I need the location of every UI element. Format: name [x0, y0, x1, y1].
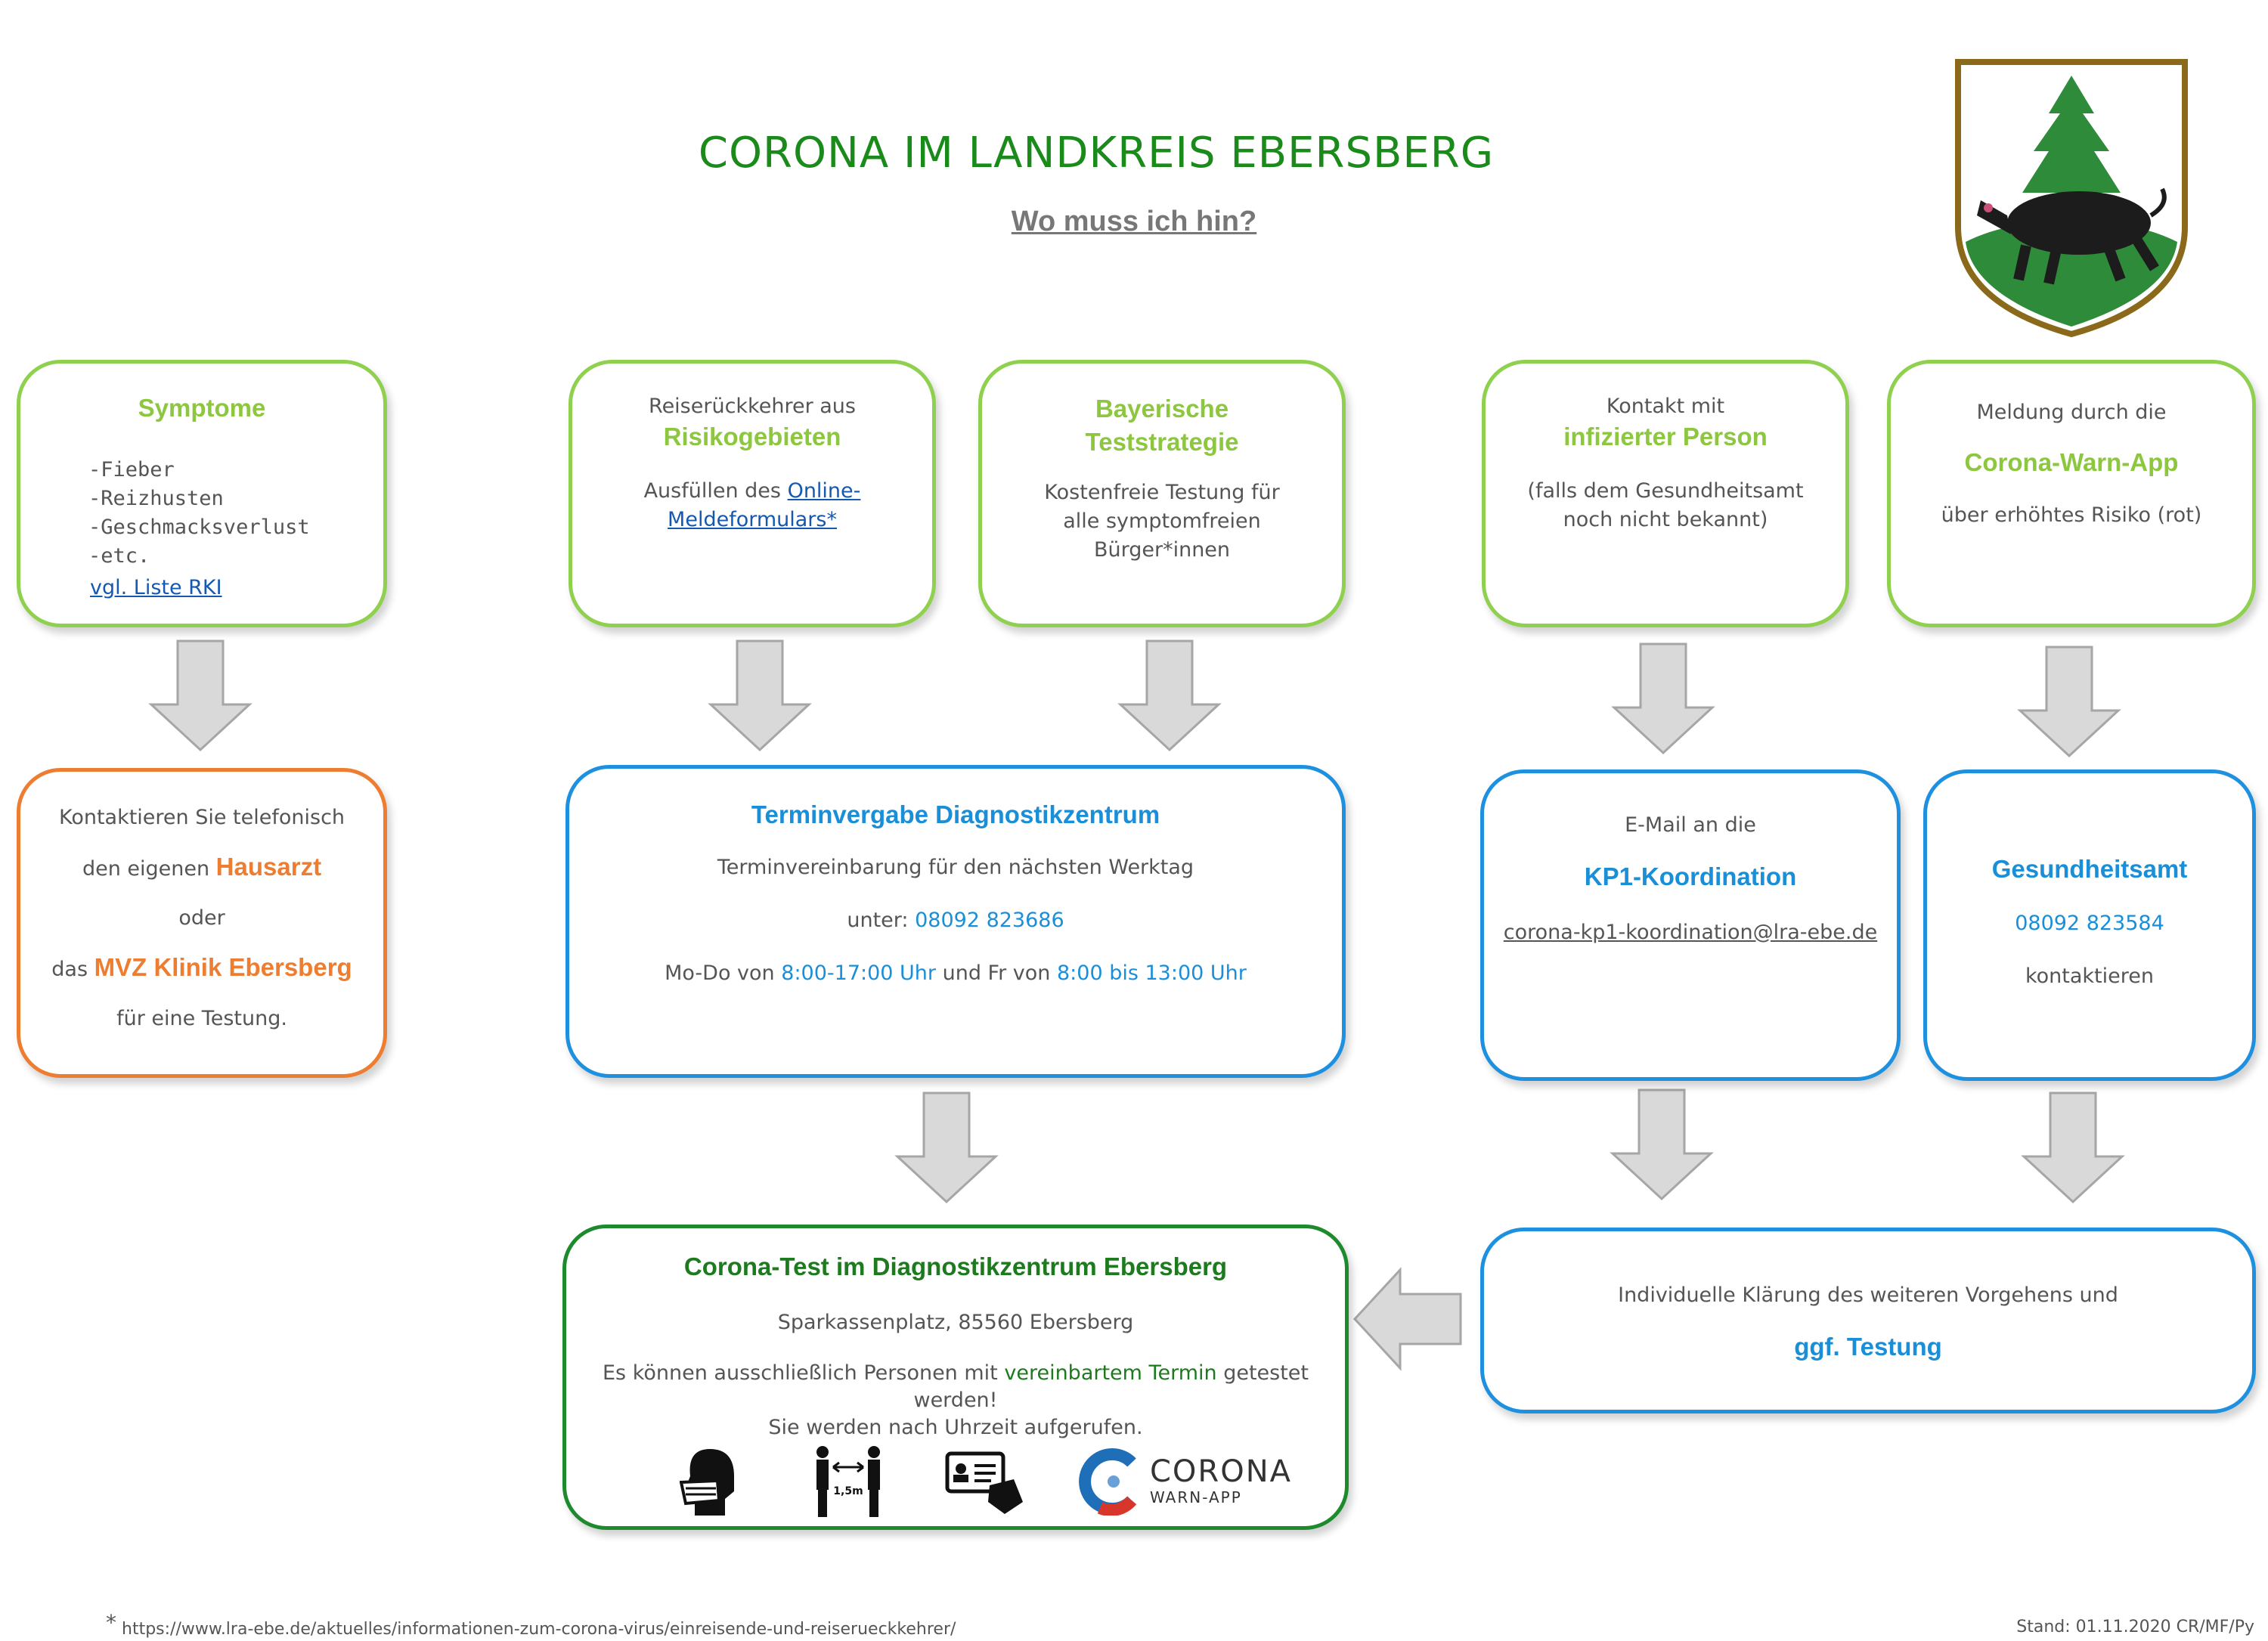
kontakt-box: Kontakt mit infizierter Person (falls de… — [1482, 360, 1849, 627]
hausarzt-line2-pre: den eigenen — [82, 857, 216, 881]
termin-hours-pre: Mo-Do von — [665, 961, 782, 985]
warnapp-heading: Corona-Warn-App — [1964, 448, 2179, 476]
arrow-down-icon — [708, 639, 812, 752]
termin-hours-mid: und Fr von — [936, 961, 1057, 985]
kp1-line1: E-Mail an die — [1625, 813, 1756, 837]
distance-label: 1,5m — [833, 1485, 863, 1497]
rki-list-link[interactable]: vgl. Liste RKI — [90, 576, 222, 599]
warnapp-box: Meldung durch die Corona-Warn-App über e… — [1887, 360, 2256, 627]
symptom-item: -Geschmacksverlust — [88, 516, 310, 539]
footer-note: * https://www.lra-ebe.de/aktuelles/infor… — [106, 1610, 956, 1639]
reise-line1: Reiserückkehrer aus — [649, 395, 856, 418]
arrow-down-icon — [1117, 639, 1222, 752]
arrow-down-icon — [1611, 642, 1715, 755]
bayern-line: alle symptomfreien — [1063, 509, 1261, 533]
termin-line1: Terminvereinbarung für den nächsten Werk… — [717, 856, 1194, 879]
gesundheitsamt-phone[interactable]: 08092 823584 — [2015, 912, 2164, 935]
test-line1-pre: Es können ausschließlich Personen mit — [603, 1361, 1005, 1385]
arrow-down-icon — [1610, 1088, 1714, 1201]
footer-star: * — [106, 1610, 116, 1635]
distance-icon: 1,5m — [816, 1446, 880, 1517]
online-form-link-2[interactable]: Meldeformulars* — [668, 508, 837, 531]
klaerung-box: Individuelle Klärung des weiteren Vorgeh… — [1480, 1228, 2256, 1413]
test-line2: werden! — [913, 1389, 998, 1412]
page-title: CORONA IM LANDKREIS EBERSBERG — [698, 128, 1495, 178]
kontakt-line1: Kontakt mit — [1606, 395, 1725, 418]
kontakt-line: noch nicht bekannt) — [1563, 508, 1768, 531]
arrow-down-icon — [2017, 646, 2121, 758]
gesundheitsamt-line2: kontaktieren — [2025, 964, 2154, 988]
arrow-down-icon — [148, 639, 253, 752]
termin-heading: Terminvergabe Diagnostikzentrum — [751, 800, 1160, 828]
footer-url-link[interactable]: https://www.lra-ebe.de/aktuelles/informa… — [122, 1620, 956, 1639]
symptom-item: -Fieber — [88, 458, 175, 481]
page-subtitle: Wo muss ich hin? — [1011, 206, 1257, 237]
footer-stand: Stand: 01.11.2020 CR/MF/Py — [2016, 1618, 2254, 1636]
bayern-line: Bürger*innen — [1093, 538, 1231, 562]
test-heading: Corona-Test im Diagnostikzentrum Ebersbe… — [683, 1252, 1228, 1280]
termin-hours-1: 8:00-17:00 Uhr — [781, 961, 937, 985]
warnapp-line1: Meldung durch die — [1976, 401, 2167, 424]
hausarzt-or: oder — [178, 906, 225, 930]
arrow-left-icon — [1352, 1267, 1462, 1371]
kontakt-heading: infizierter Person — [1563, 423, 1768, 451]
kontakt-line: (falls dem Gesundheitsamt — [1527, 479, 1804, 503]
hausarzt-line5: für eine Testung. — [116, 1007, 287, 1030]
bayern-box: Bayerische Teststrategie Kostenfreie Tes… — [978, 360, 1346, 627]
bayern-heading-2: Teststrategie — [1085, 428, 1239, 456]
reise-box: Reiserückkehrer aus Risikogebieten Ausfü… — [569, 360, 936, 627]
bayern-heading-1: Bayerische — [1095, 395, 1229, 423]
mask-icon — [680, 1449, 734, 1516]
hausarzt-box: Kontaktieren Sie telefonisch den eigenen… — [17, 768, 387, 1078]
termin-hours-2: 8:00 bis 13:00 Uhr — [1057, 961, 1247, 985]
test-line1-highlight: vereinbartem Termin — [1004, 1361, 1217, 1385]
corona-warn-app-icon — [1079, 1448, 1137, 1516]
symptome-heading: Symptome — [138, 394, 266, 422]
test-line3: Sie werden nach Uhrzeit aufgerufen. — [768, 1416, 1143, 1439]
klaerung-line1: Individuelle Klärung des weiteren Vorgeh… — [1618, 1283, 2118, 1307]
symptome-box: Symptome -Fieber -Reizhusten -Geschmacks… — [17, 360, 387, 627]
gesundheitsamt-box: Gesundheitsamt 08092 823584 kontaktieren — [1923, 769, 2256, 1081]
kp1-box: E-Mail an die KP1-Koordination corona-kp… — [1480, 769, 1901, 1081]
warnapp-line2: über erhöhtes Risiko (rot) — [1941, 503, 2202, 527]
symptom-item: -Reizhusten — [88, 487, 224, 510]
mvz-highlight: MVZ Klinik Ebersberg — [94, 953, 352, 981]
test-address: Sparkassenplatz, 85560 Ebersberg — [777, 1311, 1134, 1334]
online-form-link[interactable]: Online- — [787, 479, 861, 503]
id-card-icon — [945, 1451, 1023, 1514]
test-line1-post: getestet — [1216, 1361, 1309, 1385]
kp1-email-link[interactable]: corona-kp1-koordination@lra-ebe.de — [1503, 921, 1878, 944]
hausarzt-highlight: Hausarzt — [215, 853, 322, 881]
termin-box: Terminvergabe Diagnostikzentrum Terminve… — [565, 765, 1346, 1078]
coat-of-arms-logo — [1955, 59, 2188, 338]
reise-pre: Ausfüllen des — [643, 479, 788, 503]
app-sub: WARN-APP — [1150, 1488, 1242, 1506]
test-box: Corona-Test im Diagnostikzentrum Ebersbe… — [562, 1225, 1349, 1530]
bayern-line: Kostenfreie Testung für — [1044, 481, 1280, 504]
reise-heading: Risikogebieten — [663, 423, 841, 451]
hausarzt-line4-pre: das — [51, 958, 94, 981]
hausarzt-line1: Kontaktieren Sie telefonisch — [58, 806, 345, 829]
termin-phone-pre: unter: — [847, 909, 916, 932]
symptom-item: -etc. — [88, 544, 150, 568]
klaerung-heading: ggf. Testung — [1794, 1333, 1942, 1361]
app-name: CORONA — [1150, 1454, 1292, 1489]
arrow-down-icon — [894, 1091, 999, 1204]
kp1-heading: KP1-Koordination — [1584, 862, 1797, 890]
gesundheitsamt-heading: Gesundheitsamt — [1991, 855, 2188, 883]
termin-phone[interactable]: 08092 823686 — [915, 909, 1064, 932]
arrow-down-icon — [2021, 1091, 2125, 1204]
